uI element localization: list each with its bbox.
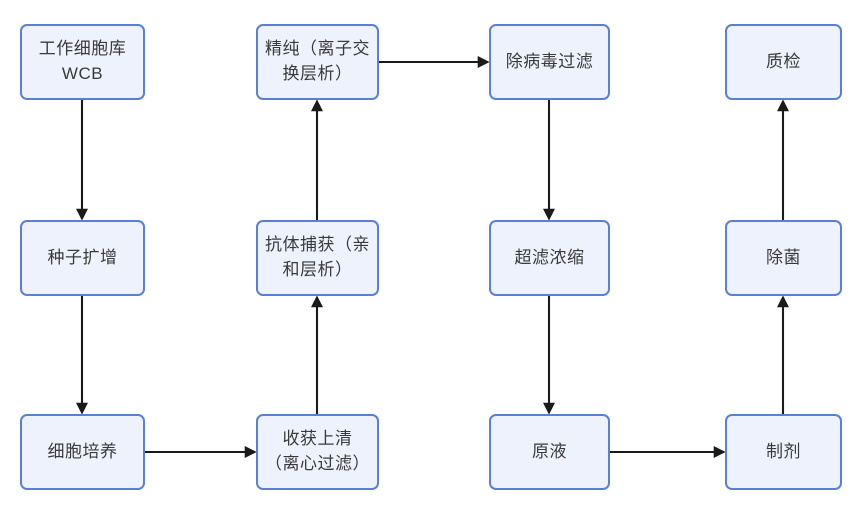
flow-node-wcb[interactable]: 工作细胞库 WCB (20, 24, 145, 100)
arrowhead-icon (777, 295, 789, 308)
arrowhead-icon (777, 99, 789, 112)
flow-node-ultra[interactable]: 超滤浓缩 (489, 220, 610, 296)
flow-edge-polish-to-viral (379, 56, 490, 68)
flow-edge-ultra-to-bulk (543, 296, 555, 415)
flow-node-qc[interactable]: 质检 (725, 24, 842, 100)
arrowhead-icon (543, 402, 555, 415)
flow-edge-harvest-to-capture (311, 295, 323, 414)
arrowhead-icon (543, 208, 555, 221)
flow-node-bulk[interactable]: 原液 (489, 414, 610, 490)
flow-edge-bulk-to-fill (610, 446, 726, 458)
flow-edge-viral-to-ultra (543, 100, 555, 221)
arrowhead-icon (311, 295, 323, 308)
flow-edge-fill-to-sterile (777, 295, 789, 414)
flow-edge-wcb-to-seed (76, 100, 88, 221)
arrowhead-icon (244, 446, 257, 458)
flow-edge-sterile-to-qc (777, 99, 789, 220)
flow-node-capture[interactable]: 抗体捕获（亲 和层析） (256, 220, 379, 296)
flow-node-polish[interactable]: 精纯（离子交 换层析） (256, 24, 379, 100)
flow-node-sterile[interactable]: 除菌 (725, 220, 842, 296)
flow-node-seed[interactable]: 种子扩增 (20, 220, 145, 296)
flow-edge-culture-to-harvest (145, 446, 257, 458)
flow-edge-seed-to-culture (76, 296, 88, 415)
flow-node-culture[interactable]: 细胞培养 (20, 414, 145, 490)
arrowhead-icon (311, 99, 323, 112)
arrowhead-icon (713, 446, 726, 458)
flow-node-harvest[interactable]: 收获上清 （离心过滤） (256, 414, 379, 490)
arrowhead-icon (76, 402, 88, 415)
flow-node-fill[interactable]: 制剂 (725, 414, 842, 490)
arrowhead-icon (76, 208, 88, 221)
arrowhead-icon (477, 56, 490, 68)
flow-node-viral[interactable]: 除病毒过滤 (489, 24, 610, 100)
flow-edge-capture-to-polish (311, 99, 323, 220)
